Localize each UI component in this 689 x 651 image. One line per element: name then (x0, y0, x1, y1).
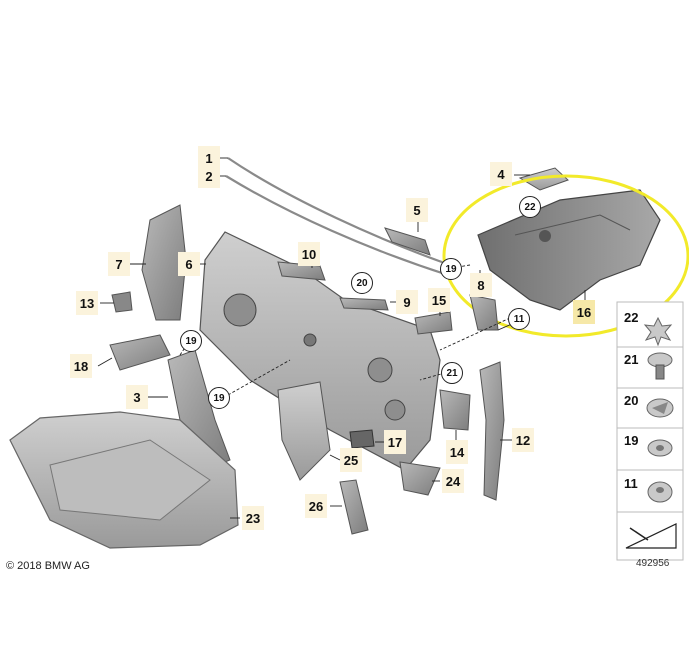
highlight-ring (442, 174, 689, 338)
circled-ref-19: 19 (440, 258, 462, 280)
callout-10: 10 (298, 242, 320, 266)
circled-ref-19: 19 (180, 330, 202, 352)
callout-18: 18 (70, 354, 92, 378)
callout-7: 7 (108, 252, 130, 276)
legend-number-20: 20 (624, 393, 639, 408)
callout-3: 3 (126, 385, 148, 409)
callout-17: 17 (384, 430, 406, 454)
circled-ref-11: 11 (508, 308, 530, 330)
legend-number-19: 19 (624, 433, 639, 448)
legend-number-22: 22 (624, 310, 639, 325)
callout-8: 8 (470, 273, 492, 297)
circled-ref-22: 22 (519, 196, 541, 218)
fastener-legend (616, 301, 684, 561)
diagram-number: 492956 (636, 558, 670, 569)
callout-16: 16 (573, 300, 595, 324)
callout-4: 4 (490, 162, 512, 186)
legend-number-21: 21 (624, 352, 639, 367)
callout-12: 12 (512, 428, 534, 452)
circled-ref-19: 19 (208, 387, 230, 409)
callout-2: 2 (198, 164, 220, 188)
callout-14: 14 (446, 440, 468, 464)
callout-6: 6 (178, 252, 200, 276)
underbody-panel (9, 411, 239, 549)
firewall-panel (199, 231, 441, 471)
callout-9: 9 (396, 290, 418, 314)
lower-parts (109, 227, 505, 535)
callout-13: 13 (76, 291, 98, 315)
circled-ref-20: 20 (351, 272, 373, 294)
circled-ref-21: 21 (441, 362, 463, 384)
callout-15: 15 (428, 288, 450, 312)
copyright-text: © 2018 BMW AG (6, 560, 90, 572)
insulation-part-16 (477, 167, 661, 311)
legend-number-11: 11 (624, 476, 638, 491)
callout-5: 5 (406, 198, 428, 222)
callout-23: 23 (242, 506, 264, 530)
callout-26: 26 (305, 494, 327, 518)
callout-24: 24 (442, 469, 464, 493)
callout-25: 25 (340, 448, 362, 472)
side-bracket-parts (111, 204, 187, 321)
windshield-seal-parts (225, 157, 451, 277)
